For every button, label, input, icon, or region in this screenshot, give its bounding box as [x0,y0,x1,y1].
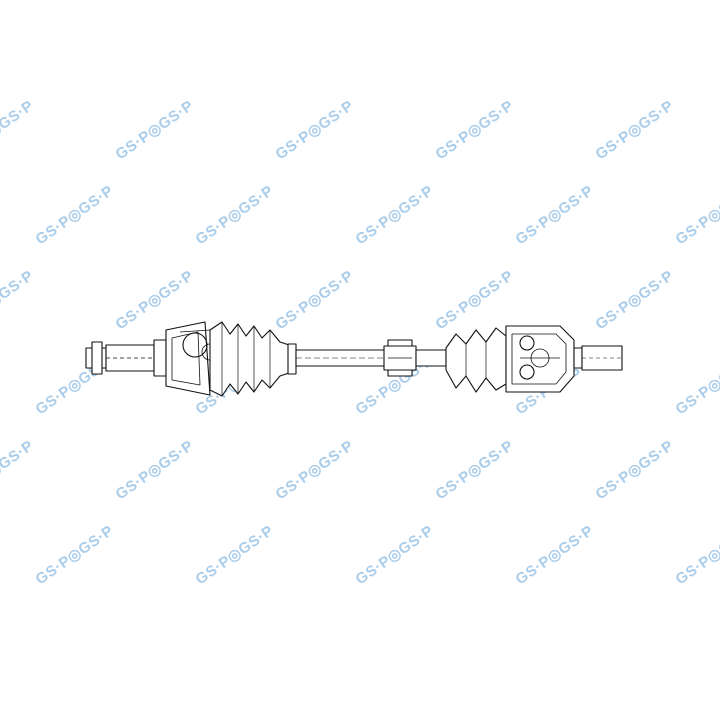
right-tripod-joint [505,325,575,393]
watermark-text: GS·P◎GS·P [593,437,677,503]
watermark-text: GS·P◎GS·P [433,97,517,163]
watermark-text: GS·P◎GS·P [33,182,117,248]
watermark-text: GS·P◎GS·P [673,182,720,248]
watermark-text: GS·P◎GS·P [33,522,117,588]
watermark-text: GS·P◎GS·P [353,522,437,588]
watermark-text: GS·P◎GS·P [273,267,357,333]
right-boot [445,327,507,393]
left-cv-joint [165,321,219,396]
watermark-text: GS·P◎GS·P [433,437,517,503]
watermark-text: GS·P◎GS·P [353,182,437,248]
left-spindle [85,339,167,377]
watermark-text: GS·P◎GS·P [113,97,197,163]
watermark-text: GS·P◎GS·P [0,97,37,163]
watermark-text: GS·P◎GS·P [113,267,197,333]
watermark-text: GS·P◎GS·P [193,182,277,248]
watermark-text: GS·P◎GS·P [273,97,357,163]
watermark-text: GS·P◎GS·P [0,437,37,503]
watermark-text: GS·P◎GS·P [673,522,720,588]
center-damper [383,339,417,377]
shaft-segment-right [415,349,447,367]
watermark-text: GS·P◎GS·P [193,522,277,588]
watermark-text: GS·P◎GS·P [593,97,677,163]
watermark-text: GS·P◎GS·P [513,522,597,588]
watermark-text: GS·P◎GS·P [513,182,597,248]
watermark-text: GS·P◎GS·P [593,267,677,333]
main-shaft-bar [295,349,389,367]
right-spindle [573,345,623,371]
watermark-text: GS·P◎GS·P [0,267,37,333]
left-boot [209,321,297,397]
watermark-text: GS·P◎GS·P [673,352,720,418]
watermark-text: GS·P◎GS·P [113,437,197,503]
watermark-layer: GS·P◎GS·P GS·P◎GS·P GS·P◎GS·P GS·P◎GS·P GS·P… [0,97,720,588]
watermark-text: GS·P◎GS·P [433,267,517,333]
cv-drive-shaft [85,321,623,397]
watermark-text: GS·P◎GS·P [273,437,357,503]
